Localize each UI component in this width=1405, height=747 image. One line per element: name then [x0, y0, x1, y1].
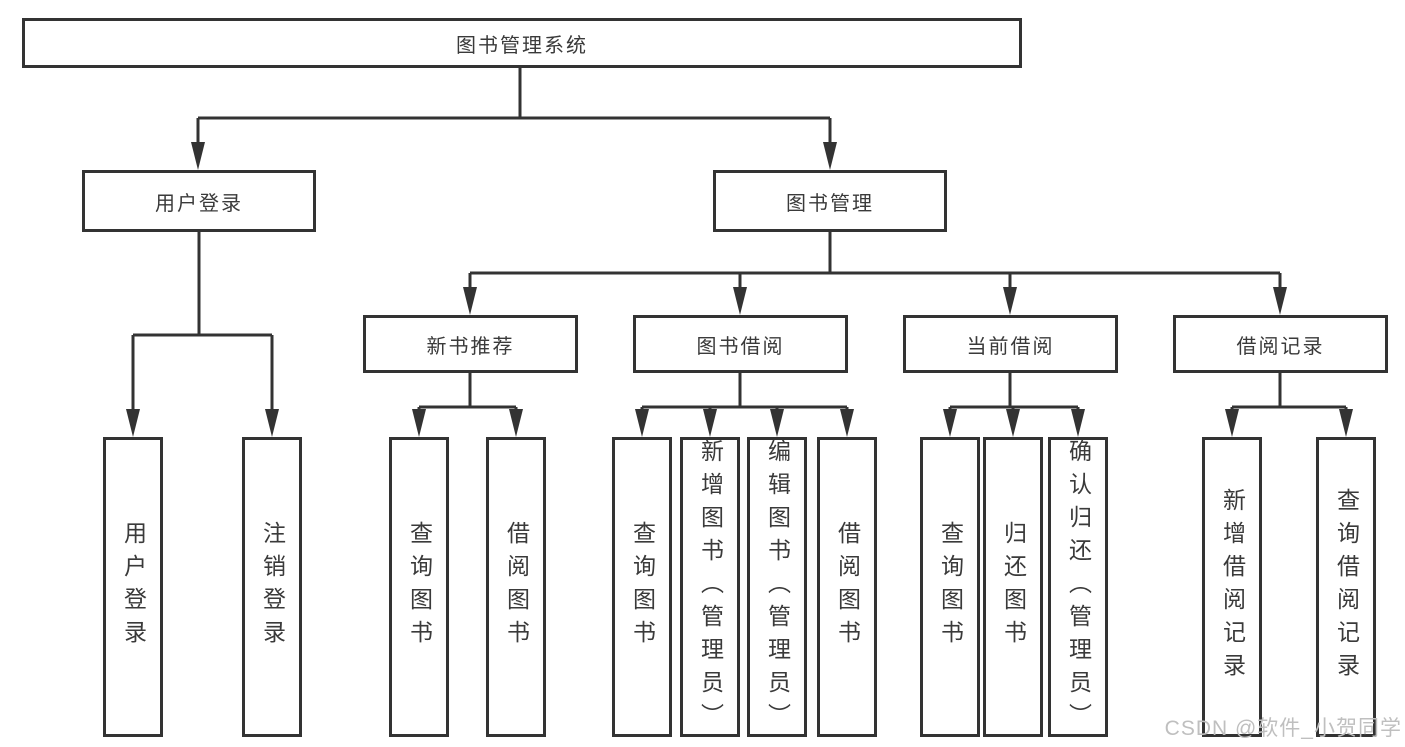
leaf-confirm-return-admin: 确认归还（管理员）: [1048, 437, 1108, 737]
node-label: 编辑图书（管理员）: [764, 438, 791, 736]
node-label: 归还图书: [1000, 521, 1027, 653]
node-label: 借阅记录: [1236, 335, 1325, 358]
node-label: 借阅图书: [834, 521, 861, 653]
node-label: 查询图书: [629, 521, 656, 653]
leaf-borrow-books: 借阅图书: [486, 437, 546, 737]
node-label: 注销登录: [259, 521, 286, 653]
leaf-query-books: 查询图书: [612, 437, 672, 737]
leaf-query-borrow-record: 查询借阅记录: [1316, 437, 1376, 737]
node-label: 用户登录: [120, 521, 147, 653]
node-new-book-recommend: 新书推荐: [363, 315, 578, 373]
node-user-login: 用户登录: [82, 170, 316, 232]
node-label: 确认归还（管理员）: [1065, 438, 1092, 736]
csdn-watermark: CSDN @软件_小贺同学: [1164, 717, 1402, 740]
node-book-management: 图书管理: [713, 170, 947, 232]
node-label: 图书借阅: [696, 335, 785, 358]
node-label: 当前借阅: [966, 335, 1055, 358]
leaf-edit-books-admin: 编辑图书（管理员）: [747, 437, 807, 737]
node-label: 查询借阅记录: [1333, 488, 1360, 686]
node-borrow-records: 借阅记录: [1173, 315, 1388, 373]
leaf-user-login: 用户登录: [103, 437, 163, 737]
leaf-borrow-books: 借阅图书: [817, 437, 877, 737]
node-root-system: 图书管理系统: [22, 18, 1022, 68]
leaf-query-books: 查询图书: [389, 437, 449, 737]
node-current-borrow: 当前借阅: [903, 315, 1118, 373]
leaf-return-books: 归还图书: [983, 437, 1043, 737]
node-label: 图书管理: [786, 192, 874, 215]
node-label: 查询图书: [406, 521, 433, 653]
node-label: 用户登录: [155, 192, 243, 215]
node-label: 借阅图书: [503, 521, 530, 653]
node-label: 图书管理系统: [456, 34, 588, 57]
leaf-logout: 注销登录: [242, 437, 302, 737]
arrowheads: [126, 142, 1353, 437]
node-label: 查询图书: [937, 521, 964, 653]
node-book-borrow: 图书借阅: [633, 315, 848, 373]
leaf-add-borrow-record: 新增借阅记录: [1202, 437, 1262, 737]
leaf-query-books: 查询图书: [920, 437, 980, 737]
node-label: 新增借阅记录: [1219, 488, 1246, 686]
node-label: 新书推荐: [426, 335, 515, 358]
node-label: 新增图书（管理员）: [697, 438, 724, 736]
leaf-add-books-admin: 新增图书（管理员）: [680, 437, 740, 737]
